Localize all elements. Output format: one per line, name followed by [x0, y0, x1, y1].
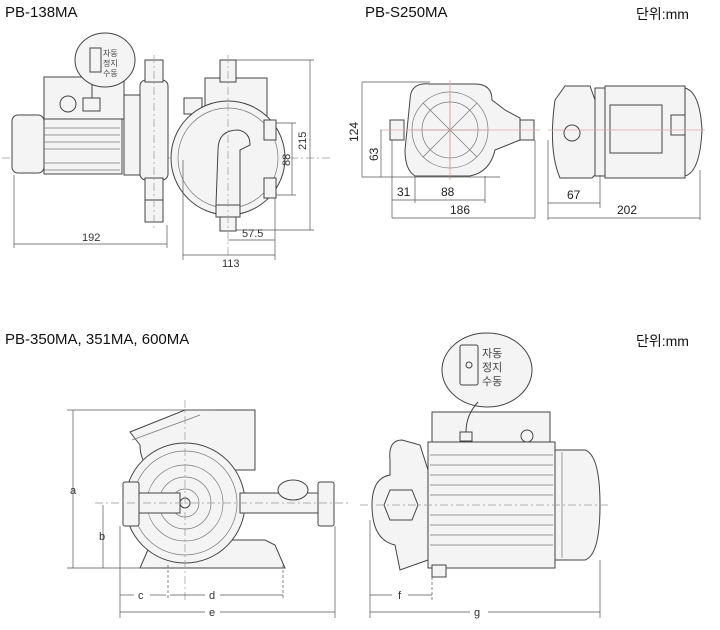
switch-callout [441, 332, 533, 408]
pb350-side-view: 자동 정지 수동 f g [360, 332, 610, 619]
dim-pb138-width: 113 [222, 258, 240, 270]
dim-pb138-inlet-outlet: 88 [281, 154, 293, 166]
dim-pbs250-width: 186 [450, 203, 470, 217]
pbs250-side-view: 67 202 [547, 85, 705, 220]
dim-pb350-f: f [398, 590, 402, 602]
dim-pbs250-height: 124 [347, 122, 361, 142]
pbs250-title: PB-S250MA [365, 4, 448, 21]
switch-label-auto: 자동 [103, 49, 118, 58]
dim-pb350-e: e [209, 607, 215, 619]
switch-label-manual: 수동 [482, 375, 502, 388]
pb138-title: PB-138MA [5, 4, 78, 21]
dim-pbs250-length: 202 [617, 203, 637, 217]
pb138-front-view: 215 88 57.5 113 [170, 55, 314, 270]
dim-pbs250-foot-offset: 31 [397, 185, 411, 199]
pb350-unit-label: 단위:mm [636, 333, 689, 349]
switch-callout [74, 32, 136, 88]
dim-pb350-c: c [138, 590, 144, 602]
dim-pb350-g: g [474, 607, 480, 619]
dim-pb350-a: a [70, 485, 77, 497]
pbs250-front-view: 124 63 31 88 186 [347, 80, 540, 219]
pb350-title: PB-350MA, 351MA, 600MA [5, 331, 190, 348]
pb138-side-view: 자동 정지 수동 192 [2, 32, 330, 248]
dim-pb138-height: 215 [297, 132, 309, 150]
pb350-front-view: a b c d e [67, 400, 350, 619]
dim-pb350-b: b [99, 531, 105, 543]
pbs250-unit-label: 단위:mm [636, 6, 689, 22]
dim-pb138-half-width: 57.5 [242, 228, 263, 240]
dim-pb138-length: 192 [82, 232, 100, 244]
dim-pbs250-side-offset: 67 [567, 188, 581, 202]
dim-pbs250-foot-span: 88 [441, 185, 455, 199]
dim-pbs250-center-height: 63 [367, 147, 381, 161]
dim-pb350-d: d [209, 590, 215, 602]
switch-label-auto: 자동 [482, 347, 502, 360]
switch-label-stop: 정지 [482, 361, 502, 374]
switch-label-manual: 수동 [103, 69, 118, 78]
switch-label-stop: 정지 [103, 58, 118, 68]
